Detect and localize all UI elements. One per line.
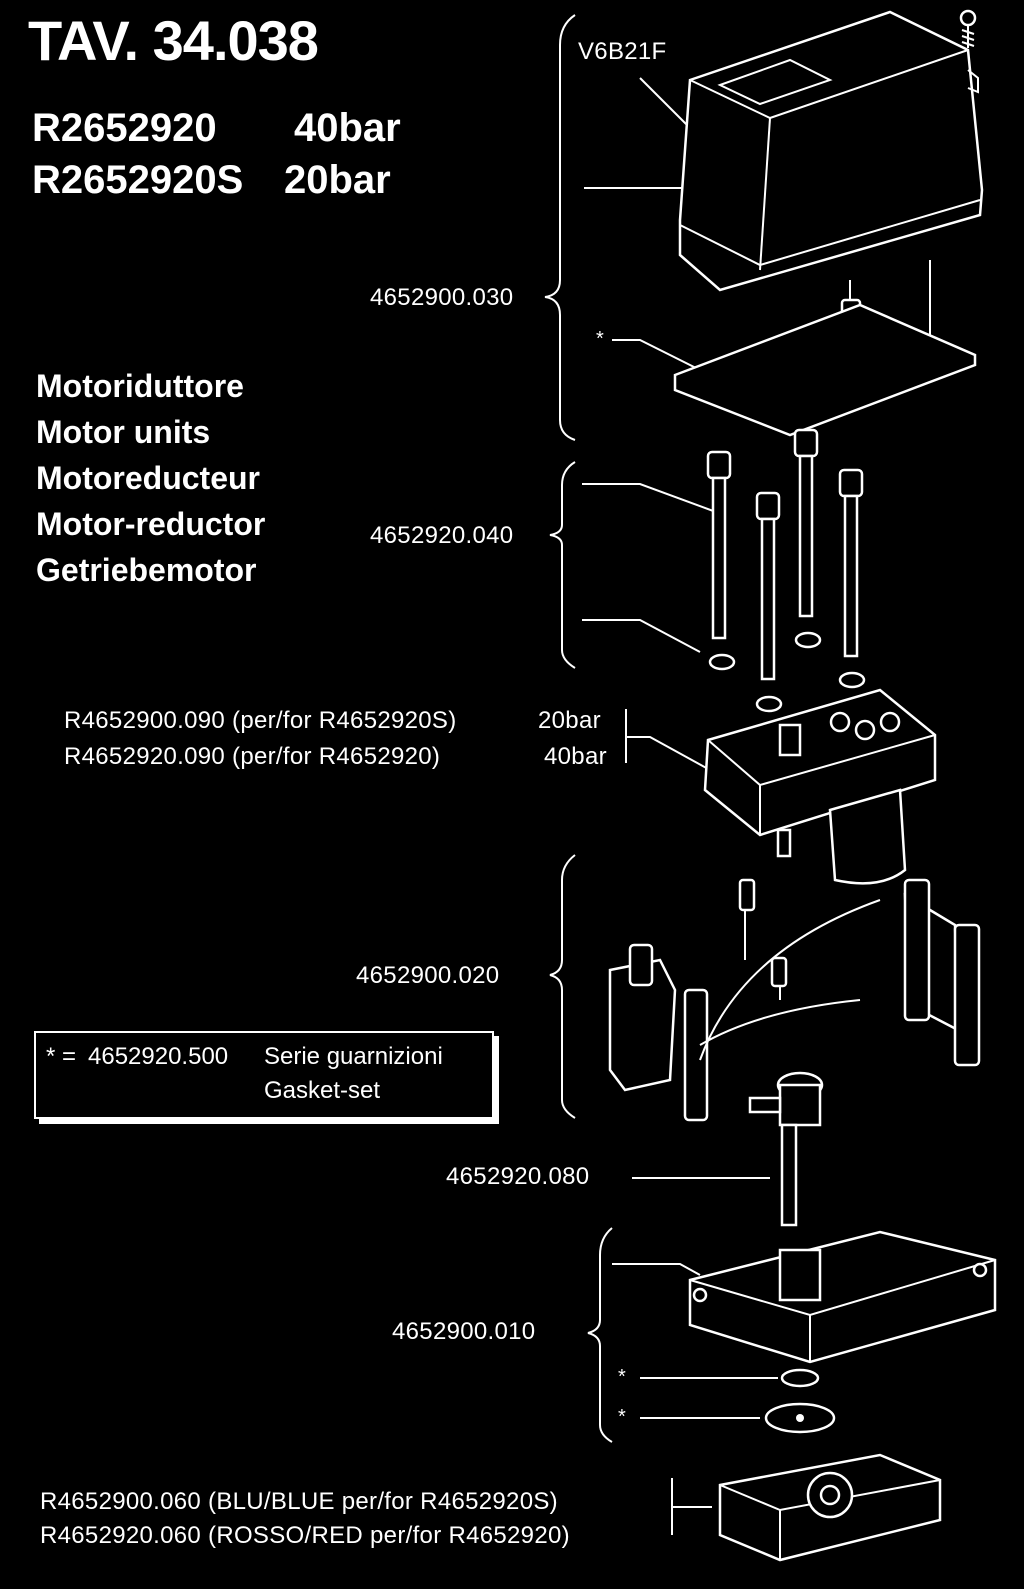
label-bolts: 4652920.040 — [370, 522, 514, 549]
table-title: TAV. 34.038 — [28, 9, 319, 72]
description-de: Getriebemotor — [36, 552, 257, 588]
leader-washer — [582, 619, 701, 653]
seal-small — [780, 1368, 820, 1388]
note-marker: * = — [46, 1043, 77, 1070]
model-code: R2652920S — [32, 158, 244, 202]
note-code: 4652920.500 — [88, 1043, 229, 1070]
label-shaft: 4652920.080 — [446, 1163, 590, 1190]
label-marker-b: * — [618, 1406, 627, 1428]
label-cover: 4652900.030 — [370, 284, 514, 311]
description-es: Motor-reductor — [36, 506, 266, 542]
leader-bolt — [582, 483, 717, 513]
description-it: Motoriduttore — [36, 368, 244, 404]
screw-part — [959, 9, 977, 48]
bracket-base — [587, 1227, 613, 1443]
gearbox-code: R4652920.090 (per/for R4652920) — [64, 743, 441, 770]
label-marker-a: * — [618, 1366, 627, 1388]
base-part — [688, 1230, 997, 1364]
leader-base — [612, 1263, 701, 1276]
label-gearbox-40: R4652920.090 (per/for R4652920) — [64, 743, 440, 771]
label-gasket-marker: * — [596, 328, 605, 350]
label-plate-blue: R4652900.060 (BLU/BLUE per/for R4652920S… — [40, 1488, 558, 1515]
coil-part-left — [608, 878, 881, 1122]
label-coils: 4652900.020 — [356, 962, 500, 989]
model-row-40bar: R2652920 40bar — [32, 106, 401, 151]
label-plate-red: R4652920.060 (ROSSO/RED per/for R4652920… — [40, 1522, 570, 1549]
plate-part — [718, 1453, 942, 1562]
leader-gasket — [612, 339, 701, 371]
gearbox-code: R4652900.090 (per/for R4652920S) — [64, 707, 457, 734]
label-gearbox-20: R4652900.090 (per/for R4652920S) — [64, 707, 457, 735]
bracket-cover — [544, 14, 576, 441]
coil-part-right — [903, 878, 981, 1067]
shaft-part — [748, 1071, 824, 1227]
description-en: Motor units — [36, 414, 211, 450]
description-fr: Motoreducteur — [36, 460, 260, 496]
leader-screw — [639, 77, 691, 129]
bracket-coils — [549, 854, 576, 1119]
gasket-set-note: * = 4652920.500 Serie guarnizioni Gasket… — [34, 1031, 494, 1119]
bracket-bolts — [549, 461, 576, 669]
gasket-part — [673, 303, 977, 437]
label-gearbox-20-pressure: 20bar — [538, 707, 601, 734]
seal-disc-hole — [796, 1414, 804, 1422]
model-row-20bar: R2652920S 20bar — [32, 158, 391, 203]
model-pressure: 20bar — [284, 158, 391, 202]
cover-part — [678, 10, 984, 376]
note-line-1: Serie guarnizioni — [264, 1043, 443, 1070]
model-code: R2652920 — [32, 106, 217, 150]
label-gearbox-40-pressure: 40bar — [544, 743, 607, 770]
bolt-set — [706, 428, 866, 713]
leader-gearbox — [626, 736, 711, 771]
label-screw: V6B21F — [578, 38, 667, 65]
note-line-2: Gasket-set — [264, 1077, 381, 1104]
label-base: 4652900.010 — [392, 1318, 536, 1345]
gearbox-part — [703, 688, 937, 885]
model-pressure: 40bar — [294, 106, 401, 150]
